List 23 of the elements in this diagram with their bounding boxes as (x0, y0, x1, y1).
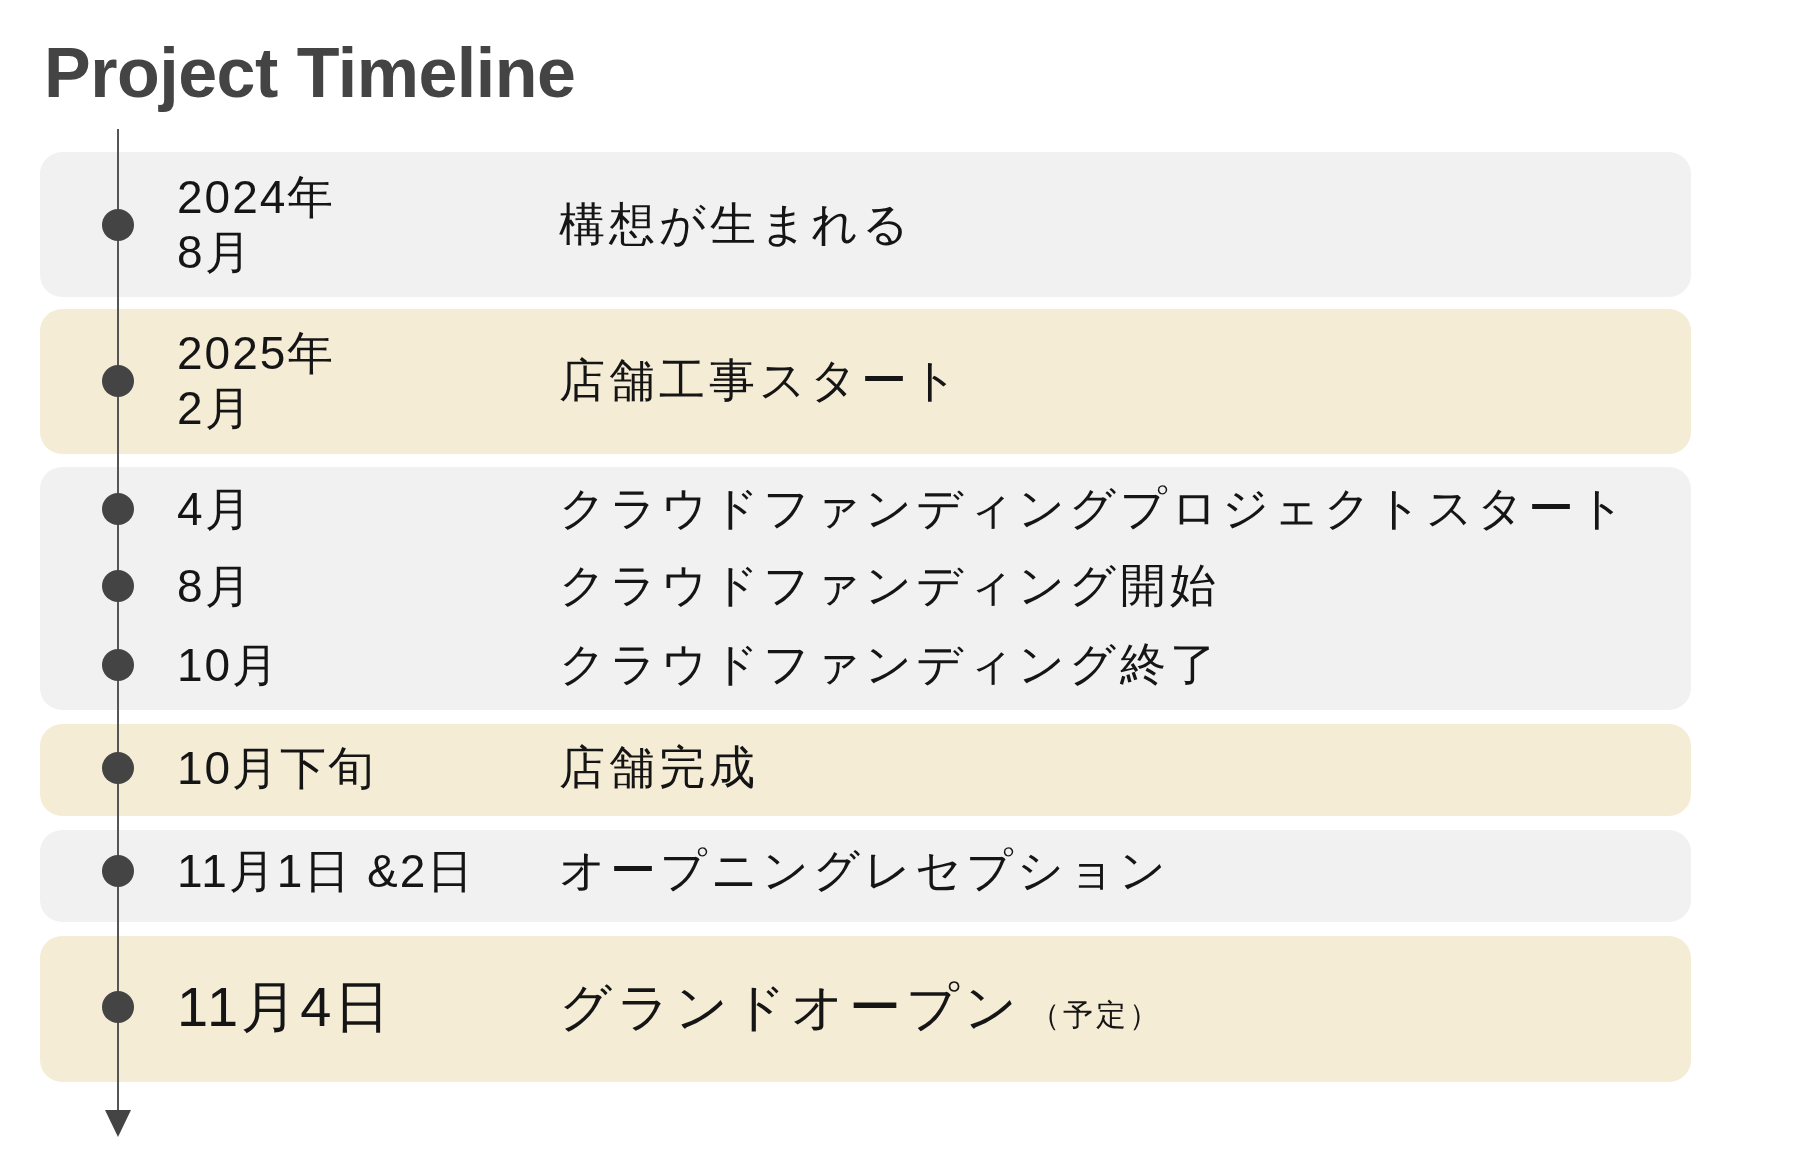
timeline-band (40, 467, 1691, 710)
timeline-band (40, 724, 1691, 816)
timeline-band (40, 936, 1691, 1082)
date-label: 10月 (177, 639, 281, 691)
date-label: 11月4日 (177, 975, 394, 1038)
event-label: クラウドファンディング終了 (559, 637, 1220, 693)
timeline-band (40, 309, 1691, 454)
date-label: 4月 (177, 483, 253, 535)
event-label: クラウドファンディング開始 (559, 558, 1220, 614)
date-label: 2025年2月 (177, 326, 337, 436)
timeline-band (40, 152, 1691, 297)
date-label: 10月下旬 (177, 742, 377, 794)
event-label: オープニングレセプション (559, 843, 1170, 899)
event-label: グランドオープン (559, 976, 1022, 1038)
event-label: 店舗工事スタート (559, 353, 962, 409)
date-label: 11月1日 &2日 (177, 845, 476, 897)
event-label: 構想が生まれる (559, 197, 913, 253)
timeline-band (40, 830, 1691, 922)
date-label: 8月 (177, 560, 253, 612)
event-label: クラウドファンディングプロジェクトスタート (559, 481, 1629, 537)
note-label: （予定） (1030, 996, 1162, 1033)
event-label: 店舗完成 (559, 740, 759, 796)
date-label: 2024年8月 (177, 170, 337, 280)
